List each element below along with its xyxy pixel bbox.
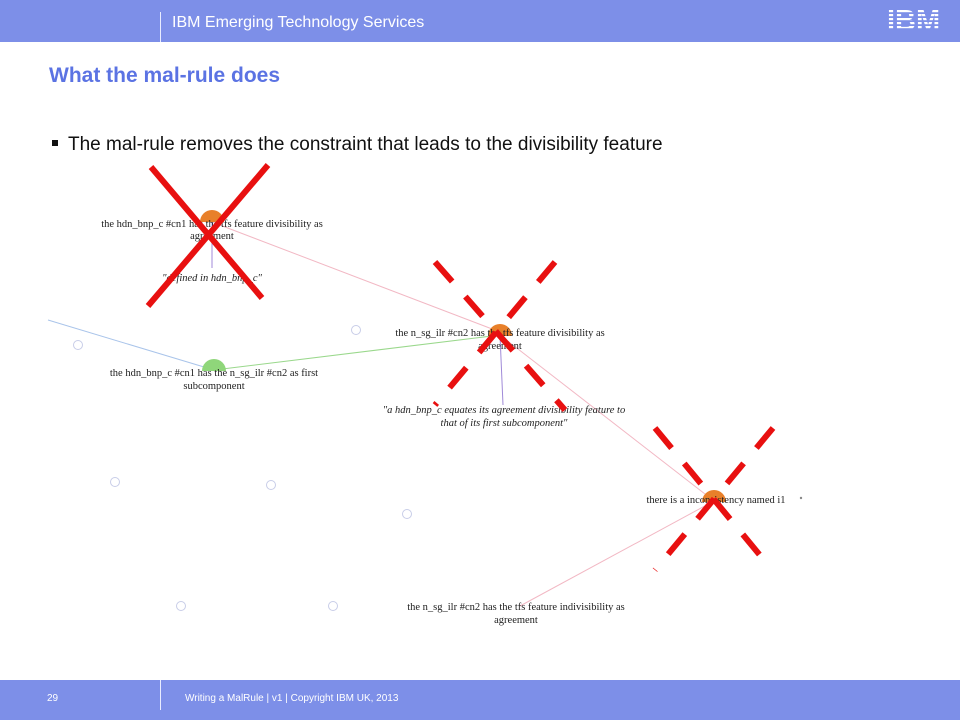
dashed-cross-icon (432, 260, 568, 412)
footer-info: Writing a MalRule | v1 | Copyright IBM U… (185, 693, 399, 704)
bullet-text: The mal-rule removes the constraint that… (68, 134, 663, 155)
node-subcomponent-green (202, 359, 226, 371)
empty-node (266, 480, 276, 490)
solid-cross-icon (145, 163, 271, 308)
link-subcomponent-cn2 (213, 334, 501, 371)
node-subcomponent-label-1: the hdn_bnp_c #cn1 has the n_sg_ilr #cn2… (110, 368, 318, 379)
link-cn1-cn2 (211, 221, 501, 333)
footer-divider (160, 680, 161, 710)
node-quote-label-1: "a hdn_bnp_c equates its agreement divis… (383, 405, 625, 416)
page-number: 29 (47, 693, 59, 704)
node-cn2-label-2: agreement (478, 341, 522, 352)
empty-node (110, 477, 120, 487)
empty-node (351, 325, 361, 335)
dashed-cross-icon (652, 426, 776, 572)
header-divider (160, 12, 161, 42)
header-bar: IBM Emerging Technology Services IBM (0, 0, 960, 42)
link-cn2-quote (499, 334, 504, 406)
node-defined-label: "defined in hdn_bnp_c" (162, 273, 262, 284)
link-inconsistency-indivisibility (519, 500, 715, 607)
empty-node (73, 340, 83, 350)
empty-node (176, 601, 186, 611)
ibm-logo-text: IBM (887, 6, 940, 34)
header-org-name: IBM Emerging Technology Services (172, 14, 425, 31)
ibm-logo: IBM (887, 6, 940, 34)
node-cn1-orange (200, 210, 224, 222)
link-blue (47, 319, 215, 371)
node-indivisibility-label-2: agreement (494, 615, 538, 626)
bullet-square-icon (52, 139, 58, 146)
empty-node (328, 601, 338, 611)
node-quote-label-2: that of its first subcomponent" (441, 418, 569, 429)
empty-node (402, 509, 412, 519)
page-title: What the mal-rule does (49, 64, 281, 87)
footer-bar: 29 Writing a MalRule | v1 | Copyright IB… (0, 680, 960, 720)
node-subcomponent-label-2: subcomponent (183, 381, 244, 392)
node-indivisibility-label-1: the n_sg_ilr #cn2 has the tfs feature in… (407, 602, 625, 613)
node-inconsistency-orange (702, 490, 726, 502)
node-cn1-label-1: the hdn_bnp_c #cn1 has the tfs feature d… (101, 219, 323, 230)
bullet-item: The mal-rule removes the constraint that… (52, 134, 663, 156)
small-dot (799, 496, 803, 500)
link-cn2-inconsistency (499, 334, 715, 502)
